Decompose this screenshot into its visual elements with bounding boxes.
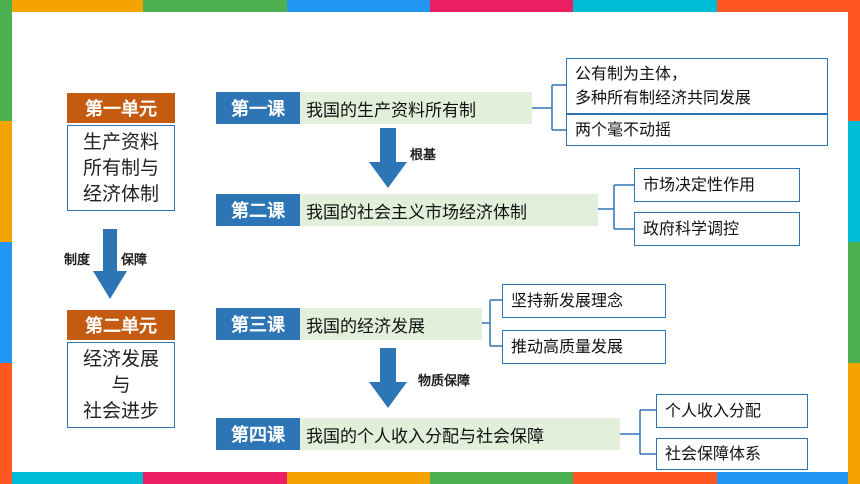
lesson1-bracket [532,84,566,131]
lesson4-title: 我国的个人收入分配与社会保障 [300,418,620,450]
unit1-body: 生产资料 所有制与 经济体制 [67,125,175,211]
lesson3-title: 我国的经济发展 [300,308,482,340]
lesson4-point-line: 社会保障体系 [665,444,762,463]
lesson3-tag: 第三课 [216,308,300,340]
unit1-body-line: 所有制与 [82,157,159,179]
lesson1-point-line: 两个毫不动摇 [575,120,672,139]
lesson3-bracket [482,299,502,347]
unit1-body-line: 经济体制 [82,183,159,205]
lesson3-down-arrow [369,348,407,408]
lesson1-down-arrow [369,128,407,188]
lesson1-point-box: 两个毫不动摇 [566,114,828,146]
lesson2-bracket [598,184,634,230]
frame-stripe-right [848,0,860,484]
lesson1-point-box: 公有制为主体， 多种所有制经济共同发展 [566,58,828,114]
lesson4-tag: 第四课 [216,418,300,450]
lesson1-tag: 第一课 [216,92,300,124]
lesson2-title: 我国的社会主义市场经济体制 [300,194,598,226]
lesson2-point-line: 政府科学调控 [643,219,740,238]
frame-stripe-top [0,0,860,12]
lesson3-point-line: 推动高质量发展 [511,337,624,356]
lesson4-point-box: 社会保障体系 [656,438,808,470]
lesson-link-label-foundation: 根基 [410,148,437,163]
lesson2-point-line: 市场决定性作用 [643,175,756,194]
frame-stripe-bottom [0,472,860,484]
unit2-body: 经济发展 与 社会进步 [67,342,175,428]
frame-stripe-left [0,0,12,484]
lesson4-point-line: 个人收入分配 [665,401,762,420]
lesson2-point-box: 政府科学调控 [634,212,800,246]
unit-link-left-label: 制度 [64,253,91,268]
unit2-body-line: 与 [111,374,131,396]
unit-down-arrow [93,229,127,299]
unit1-header: 第一单元 [67,93,175,123]
lesson4-point-box: 个人收入分配 [656,394,808,428]
lesson3-point-box: 推动高质量发展 [502,330,666,364]
unit2-body-line: 社会进步 [82,400,159,422]
lesson2-tag: 第二课 [216,194,300,226]
unit1-body-line: 生产资料 [82,131,159,153]
lesson1-title: 我国的生产资料所有制 [300,92,532,124]
unit2-header: 第二单元 [67,310,175,340]
lesson3-point-box: 坚持新发展理念 [502,284,666,318]
lesson1-point-line: 公有制为主体， [575,64,688,83]
lesson2-point-box: 市场决定性作用 [634,168,800,202]
unit-link-right-label: 保障 [121,253,148,268]
unit2-body-line: 经济发展 [82,348,159,370]
lesson3-point-line: 坚持新发展理念 [511,291,624,310]
lesson-link-label-material: 物质保障 [418,374,471,389]
lesson4-bracket [620,409,656,455]
lesson1-point-line: 多种所有制经济共同发展 [575,88,752,107]
